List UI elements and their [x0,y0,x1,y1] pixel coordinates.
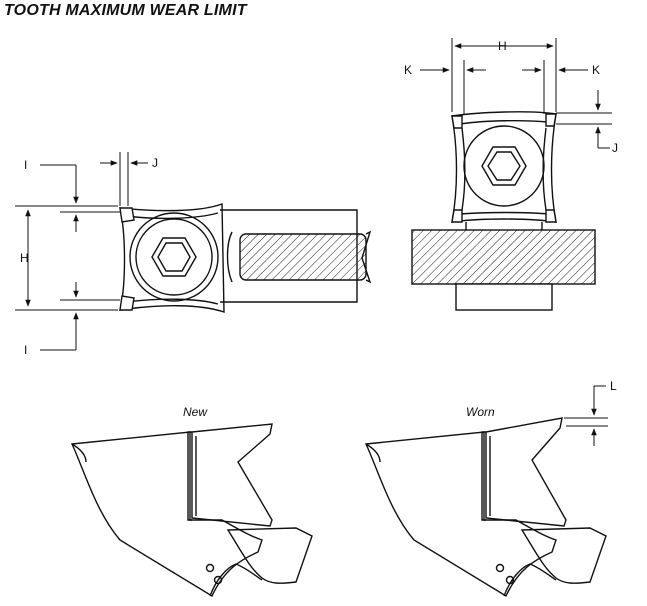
label-h-end: H [498,39,507,53]
label-j-end: J [612,141,618,155]
diagram-title: TOOTH MAXIMUM WEAR LIMIT [4,2,247,19]
label-i-bottom: I [24,343,27,357]
label-i-top: I [24,158,27,172]
label-k-left: K [404,63,412,77]
end-view [411,111,596,311]
new-tooth-view [70,423,313,598]
label-l: L [610,379,617,393]
caption-new: New [183,405,208,419]
label-k-right: K [592,63,600,77]
wear-dimension-l [564,385,608,446]
caption-worn: Worn [466,405,495,419]
end-dimensions [420,38,612,149]
label-j-side: J [152,156,158,170]
side-view [119,203,372,313]
side-dimensions [15,152,148,351]
label-h-side: H [20,251,29,265]
worn-tooth-view [364,417,607,598]
